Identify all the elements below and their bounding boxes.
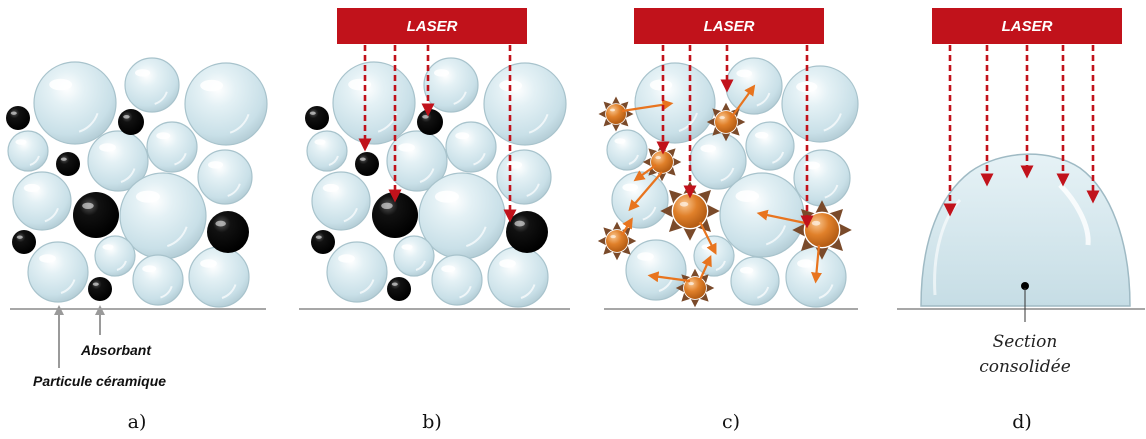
absorbant-particle-icon xyxy=(372,192,418,238)
consolidated-dome xyxy=(920,153,1131,307)
ceramic-particle-icon xyxy=(423,57,479,113)
ceramic-particle-icon xyxy=(94,235,136,277)
panel-c-heating xyxy=(597,57,859,308)
ceramic-particle-icon xyxy=(188,246,250,308)
ceramic-particle-icon xyxy=(33,61,117,145)
section-point xyxy=(1021,282,1029,290)
ceramic-particle-icon xyxy=(483,62,567,146)
panel-b-laser-irradiation xyxy=(305,57,567,308)
heat-flow-arrow-icon xyxy=(628,171,663,212)
ceramic-particle-icon xyxy=(725,57,783,115)
ceramic-particle-icon xyxy=(27,241,89,303)
heat-flow-arrow-icon xyxy=(633,164,657,182)
heat-flow-arrow-icon xyxy=(699,221,717,255)
panel-d-consolidation xyxy=(920,153,1131,322)
ceramic-particle-icon xyxy=(146,121,198,173)
absorbant-particle-icon xyxy=(387,277,411,301)
heat-flow-arrow-icon xyxy=(698,254,712,281)
ceramic-particle-icon xyxy=(87,130,149,192)
ceramic-particle-icon xyxy=(393,235,435,277)
heated-absorbant-icon xyxy=(642,142,682,182)
heated-absorbant-icon xyxy=(706,102,746,142)
ceramic-particle-icon xyxy=(793,149,851,207)
heat-flow-arrow-icon xyxy=(730,84,756,119)
panel-label-a: a) xyxy=(128,411,147,433)
particule-ceramique-label: Particule céramique xyxy=(33,373,166,389)
ceramic-particle-icon xyxy=(124,57,180,113)
heated-absorbant-icon xyxy=(597,221,637,261)
laser-label-d: LASER xyxy=(1002,18,1053,35)
section-label-line1: Section xyxy=(993,332,1058,352)
heated-absorbant-icon xyxy=(675,268,715,308)
ceramic-particle-icon xyxy=(611,171,669,229)
absorbant-particle-icon xyxy=(12,230,36,254)
absorbant-particle-icon xyxy=(73,192,119,238)
laser-arrows xyxy=(358,45,1100,229)
absorbant-particle-icon xyxy=(417,109,443,135)
heat-flow-arrow-icon xyxy=(647,271,691,283)
ceramic-particle-icon xyxy=(445,121,497,173)
ceramic-particle-icon xyxy=(496,149,552,205)
absorbant-particle-icon xyxy=(88,277,112,301)
absorbant-particle-icon xyxy=(207,211,249,253)
heat-flow-arrow-icon xyxy=(621,217,633,236)
ceramic-particle-icon xyxy=(132,254,184,306)
ceramic-particle-icon xyxy=(606,129,648,171)
absorbant-particle-icon xyxy=(311,230,335,254)
ceramic-particle-icon xyxy=(625,239,687,301)
absorbant-label: Absorbant xyxy=(80,342,152,358)
heat-flow-arrow-icon xyxy=(811,244,822,284)
absorbant-particle-icon xyxy=(118,109,144,135)
absorbant-particle-icon xyxy=(355,152,379,176)
ceramic-particle-icon xyxy=(386,130,448,192)
absorbant-particle-icon xyxy=(506,211,548,253)
ceramic-particle-icon xyxy=(197,149,253,205)
laser-bar-d: LASER xyxy=(932,8,1122,44)
panel-label-c: c) xyxy=(722,411,740,433)
ceramic-particle-icon xyxy=(693,235,735,277)
ceramic-particle-icon xyxy=(487,246,549,308)
ceramic-particle-icon xyxy=(332,61,416,145)
ceramic-particle-icon xyxy=(431,254,483,306)
heated-absorbant-icon xyxy=(598,96,634,132)
laser-bar-c: LASER xyxy=(634,8,824,44)
ceramic-particle-icon xyxy=(745,121,795,171)
heated-absorbant-icon xyxy=(792,200,852,260)
heated-absorbant-icon xyxy=(660,181,720,241)
ceramic-particle-icon xyxy=(311,171,371,231)
absorbant-particle-icon xyxy=(305,106,329,130)
dome-highlight xyxy=(1058,183,1091,246)
ceramic-particle-icon xyxy=(306,130,348,172)
absorbant-particle-icon xyxy=(56,152,80,176)
ceramic-particle-icon xyxy=(730,256,780,306)
panel-a-powder-bed xyxy=(6,57,268,308)
annotations-a: Absorbant Particule céramique xyxy=(33,305,166,389)
absorbant-particle-icon xyxy=(6,106,30,130)
ceramic-particle-icon xyxy=(326,241,388,303)
laser-label-b: LASER xyxy=(407,18,458,35)
laser-label-c: LASER xyxy=(704,18,755,35)
ceramic-particle-icon xyxy=(634,62,716,144)
section-label-line2: consolidée xyxy=(979,357,1071,377)
ceramic-particle-icon xyxy=(184,62,268,146)
panel-label-d: d) xyxy=(1012,411,1032,433)
ceramic-particle-icon xyxy=(781,65,859,143)
heat-flow-arrow-icon xyxy=(621,99,674,113)
laser-bar-b: LASER xyxy=(337,8,527,44)
ceramic-particle-icon xyxy=(12,171,72,231)
panel-label-b: b) xyxy=(422,411,442,433)
ceramic-particle-icon xyxy=(7,130,49,172)
